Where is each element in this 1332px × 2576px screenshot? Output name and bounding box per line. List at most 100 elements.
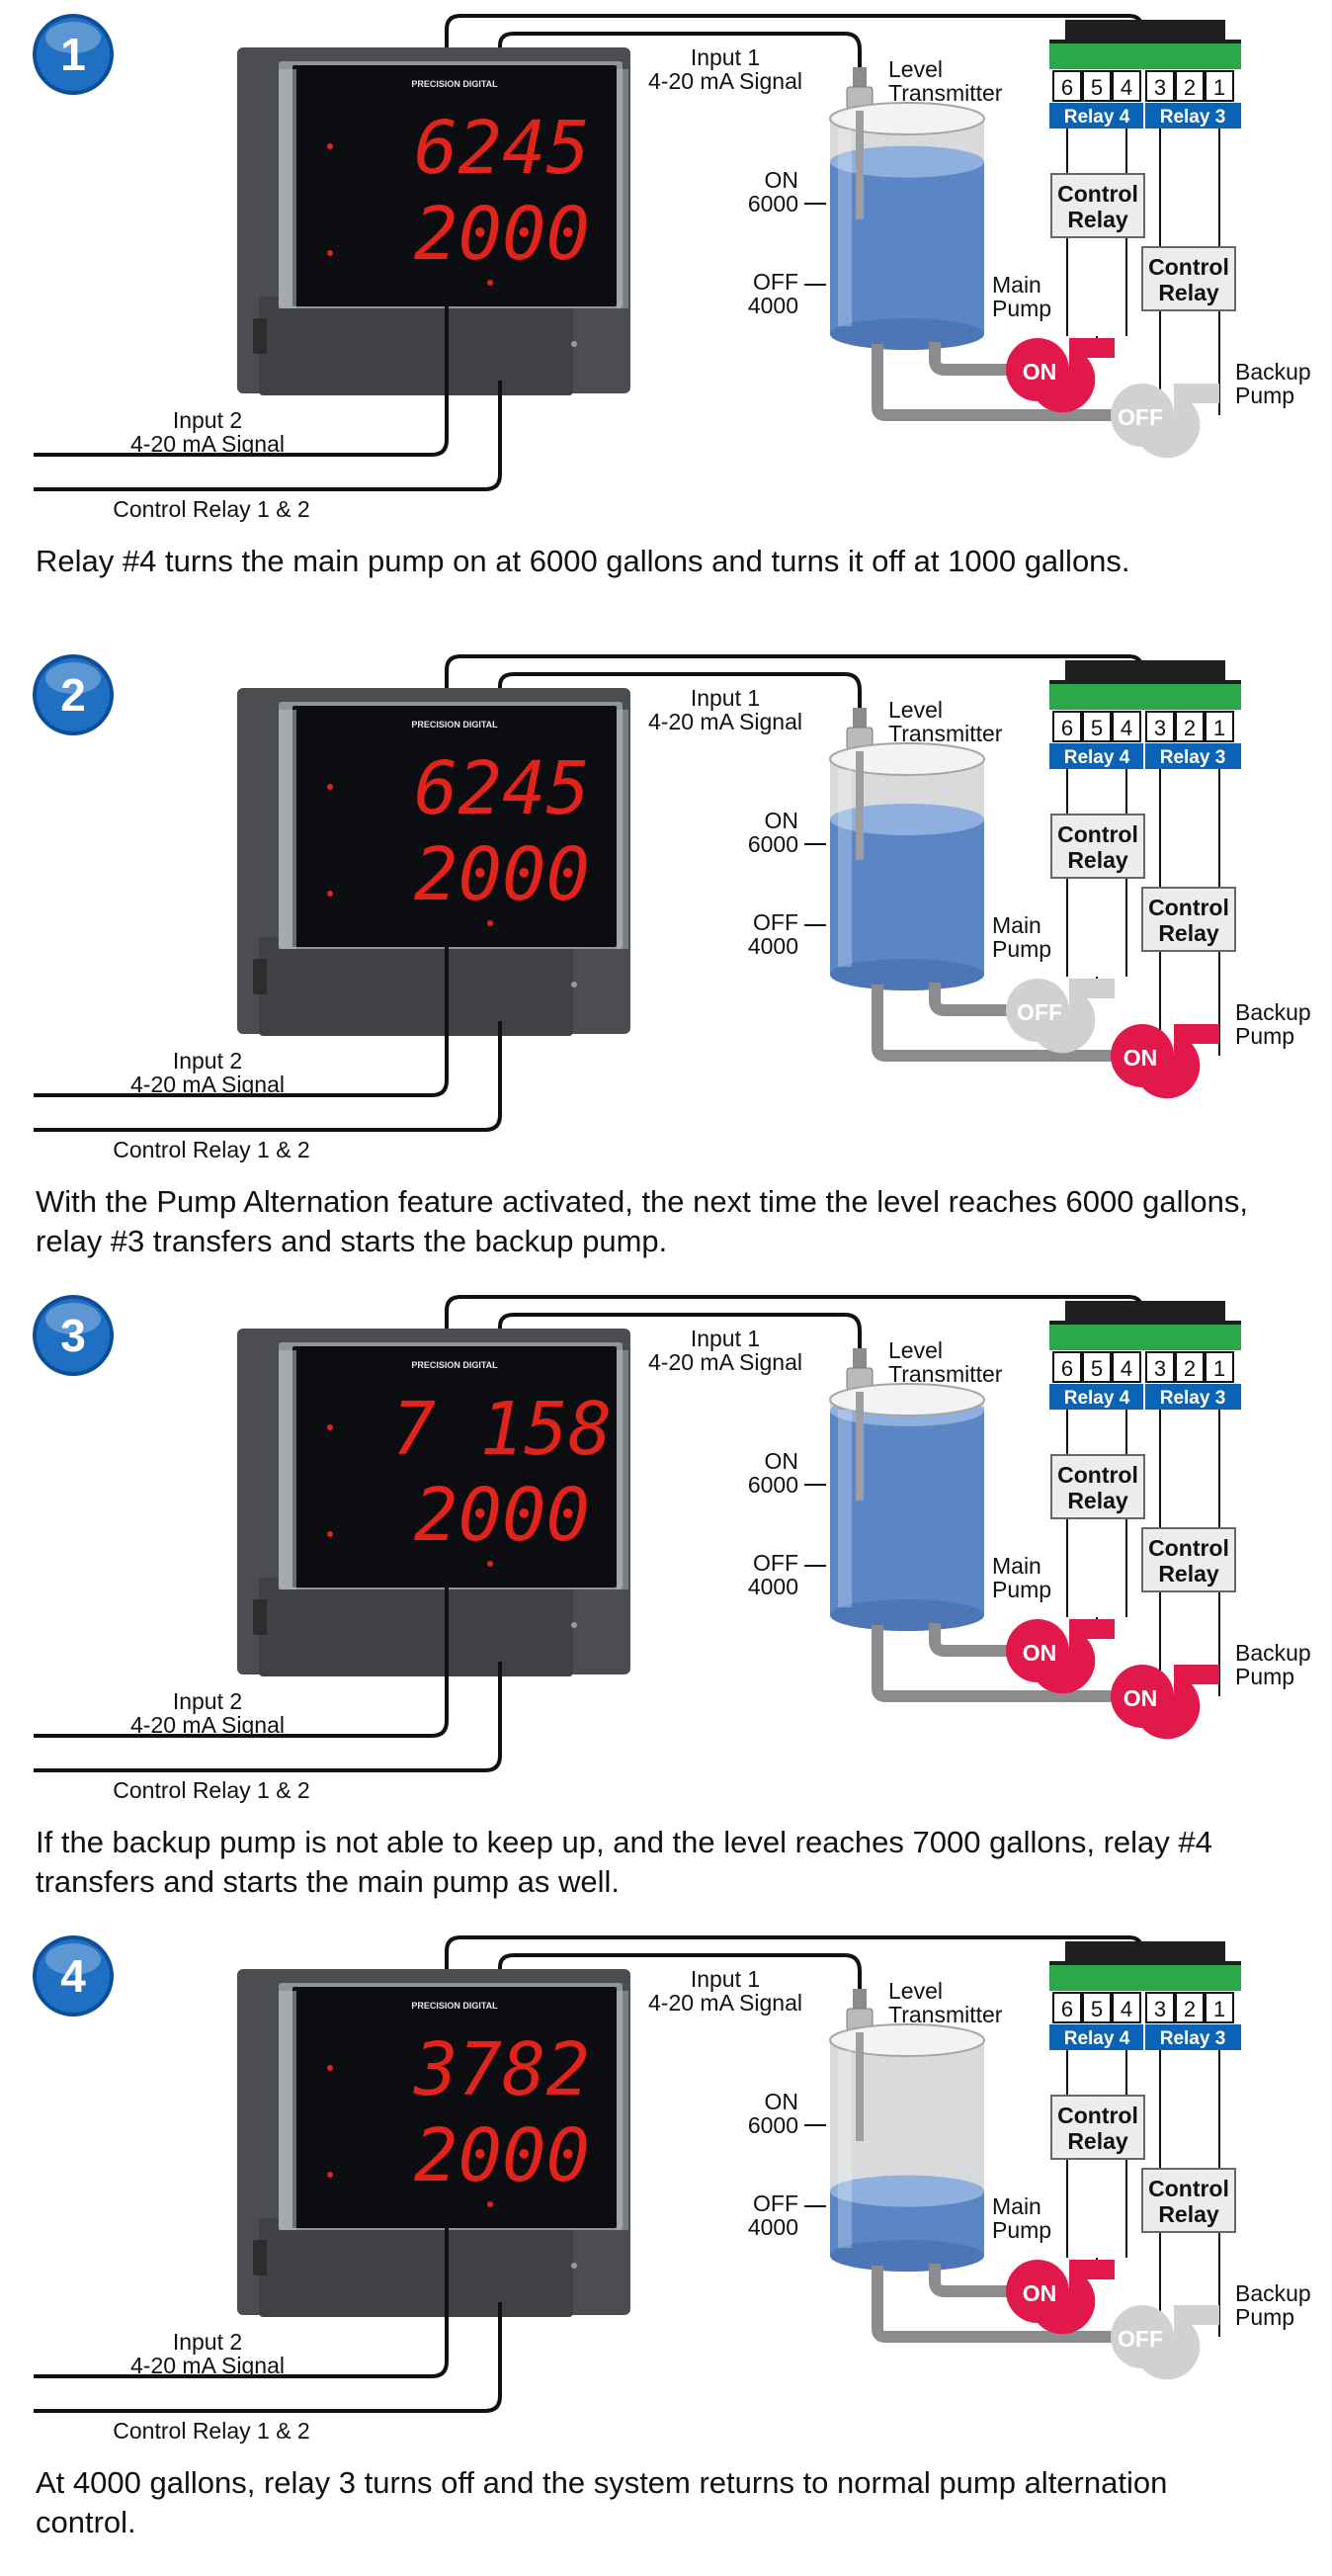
input1-label: Input 1: [691, 685, 760, 711]
input1-label: Input 1: [691, 1326, 760, 1351]
meter-display: [292, 706, 617, 947]
control-relay-backup-line2: Relay: [1158, 2201, 1219, 2227]
backup-pump-state: OFF: [1118, 2326, 1163, 2352]
backup-pump: OFF: [1111, 384, 1219, 459]
step-panel-4: 4 PRECISION DIGITAL 3782 2000: [0, 1922, 1332, 2574]
input1-signal-label: 4-20 mA Signal: [648, 1990, 802, 2016]
control-relay-backup: Control Relay: [1141, 887, 1236, 952]
input2-signal-label: 4-20 mA Signal: [130, 431, 285, 457]
transmitter-label: Transmitter: [888, 2002, 1003, 2027]
control-relay-backup-line1: Control: [1148, 2176, 1229, 2201]
control-relay-main: Control Relay: [1050, 1454, 1145, 1519]
step-panel-2: 2 PRECISION DIGITAL 6245 2000: [0, 641, 1332, 1293]
terminal-2: 2: [1184, 75, 1196, 100]
relay4-label: Relay 4: [1064, 1388, 1130, 1409]
terminal-3: 3: [1154, 1997, 1166, 2021]
on-value-label: 6000: [748, 1472, 798, 1498]
level-label: Level: [888, 1978, 943, 2004]
control-relay-backup: Control Relay: [1141, 246, 1236, 311]
brand-label: PRECISION DIGITAL: [411, 720, 498, 730]
meter-device: PRECISION DIGITAL 3782 2000: [237, 1969, 630, 2317]
backup-pump: ON: [1111, 1024, 1219, 1099]
main-pump-state: ON: [1023, 1640, 1057, 1666]
backup-pump-state: ON: [1124, 1685, 1158, 1711]
backup-pump-label-2: Pump: [1235, 2304, 1294, 2330]
display-top-value: 6245: [414, 106, 590, 191]
input2-label: Input 2: [173, 1688, 242, 1714]
terminal-3: 3: [1154, 75, 1166, 100]
terminal-4: 4: [1121, 1997, 1132, 2021]
control-relay-main: Control Relay: [1050, 814, 1145, 879]
transmitter-label: Transmitter: [888, 80, 1003, 106]
terminal-1: 1: [1213, 1356, 1225, 1381]
off-label: OFF: [753, 269, 798, 295]
terminal-5: 5: [1091, 716, 1103, 740]
step-badge: 3: [33, 1295, 114, 1376]
step-number: 3: [60, 1310, 86, 1361]
control-relay-backup-line1: Control: [1148, 254, 1229, 280]
step-caption: With the Pump Alternation feature activa…: [36, 1184, 1248, 1258]
on-label: ON: [765, 2089, 799, 2114]
input1-signal-label: 4-20 mA Signal: [648, 1349, 802, 1375]
main-pump-state: ON: [1023, 2280, 1057, 2306]
control-relay-backup: Control Relay: [1141, 2168, 1236, 2233]
off-value-label: 4000: [748, 2214, 798, 2240]
pump-alternation-diagram: 3 PRECISION DIGITAL 7 158 2000: [33, 1295, 1311, 1803]
backup-pump-label-2: Pump: [1235, 1664, 1294, 1689]
input1-label: Input 1: [691, 1966, 760, 1992]
terminal-1: 1: [1213, 75, 1225, 100]
backup-pump: ON: [1111, 1665, 1219, 1740]
terminal-6: 6: [1061, 75, 1073, 100]
main-pump: ON: [1006, 338, 1115, 413]
main-pump: ON: [1006, 2260, 1115, 2335]
terminal-3: 3: [1154, 1356, 1166, 1381]
control-relay-12-label: Control Relay 1 & 2: [113, 1137, 309, 1162]
control-relay-12-label: Control Relay 1 & 2: [113, 496, 309, 522]
on-value-label: 6000: [748, 831, 798, 857]
on-label: ON: [765, 167, 799, 193]
pipes: [872, 342, 1126, 421]
main-pump-label-2: Pump: [992, 2217, 1051, 2243]
control-relay-main-line2: Relay: [1067, 2128, 1128, 2154]
display-bottom-value: 2000: [414, 192, 590, 277]
display-top-value: 3782: [413, 2027, 590, 2112]
main-pump-state: OFF: [1017, 999, 1062, 1025]
step-number: 1: [60, 29, 86, 80]
step-number: 2: [60, 669, 86, 721]
main-pump-state: ON: [1023, 359, 1057, 385]
control-relay-backup-line2: Relay: [1158, 1561, 1219, 1587]
off-value-label: 4000: [748, 1574, 798, 1599]
terminal-3: 3: [1154, 716, 1166, 740]
control-relay-backup-line1: Control: [1148, 895, 1229, 920]
input2-signal-label: 4-20 mA Signal: [130, 1712, 285, 1738]
main-pump-label: Main: [992, 912, 1041, 938]
tank: [829, 2023, 985, 2272]
off-value-label: 4000: [748, 293, 798, 318]
control-relay-main-line1: Control: [1057, 1462, 1138, 1488]
on-label: ON: [765, 1448, 799, 1474]
terminal-5: 5: [1091, 1356, 1103, 1381]
terminal-4: 4: [1121, 1356, 1132, 1381]
control-relay-backup-line2: Relay: [1158, 280, 1219, 305]
tank: [829, 1383, 985, 1631]
backup-pump-label-2: Pump: [1235, 383, 1294, 408]
step-badge: 2: [33, 654, 114, 735]
tank: [829, 102, 985, 350]
control-relay-main-line1: Control: [1057, 181, 1138, 207]
relay4-label: Relay 4: [1064, 2028, 1130, 2049]
meter-device: PRECISION DIGITAL 6245 2000: [237, 47, 630, 395]
backup-pump-state: OFF: [1118, 404, 1163, 430]
backup-pump-label-2: Pump: [1235, 1023, 1294, 1049]
step-number: 4: [60, 1950, 86, 2002]
step-badge: 1: [33, 14, 114, 95]
control-relay-main: Control Relay: [1050, 173, 1145, 238]
terminal-4: 4: [1121, 716, 1132, 740]
input2-label: Input 2: [173, 2329, 242, 2355]
input1-signal-label: 4-20 mA Signal: [648, 709, 802, 734]
step-caption: Relay #4 turns the main pump on at 6000 …: [36, 544, 1130, 578]
backup-pump: OFF: [1111, 2305, 1219, 2380]
control-relay-backup-line2: Relay: [1158, 920, 1219, 946]
display-top-value: 7 158: [392, 1387, 613, 1472]
control-relay-backup: Control Relay: [1141, 1527, 1236, 1592]
control-relay-12-label: Control Relay 1 & 2: [113, 1777, 309, 1803]
